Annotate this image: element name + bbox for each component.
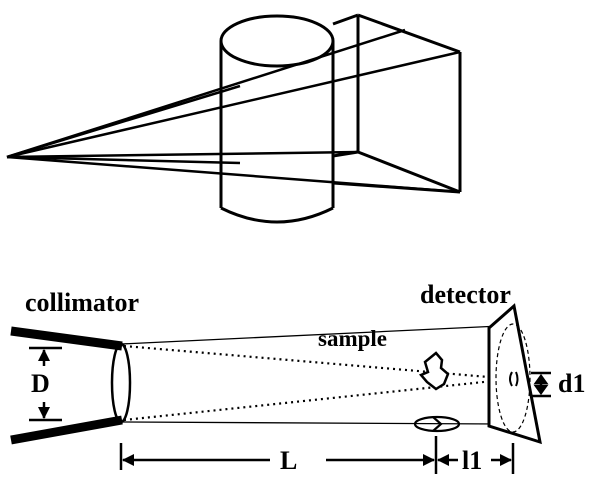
- ray-lines: [6, 28, 461, 194]
- rotation-arrow: [413, 415, 461, 433]
- D-dimension: [29, 346, 62, 422]
- detector-label: detector: [420, 280, 511, 309]
- sample-label: sample: [318, 326, 387, 351]
- perspective-sketch: [6, 13, 462, 224]
- l1-dimension: [437, 443, 515, 474]
- L-dimension: [119, 436, 438, 474]
- d1-label: d1: [558, 369, 585, 398]
- beam-bottom-edge: [120, 421, 501, 425]
- schematic: [10, 303, 551, 474]
- cylinder-sample: [219, 14, 335, 224]
- collimator-label: collimator: [25, 288, 139, 317]
- collimator-lower-jaw: [10, 415, 123, 445]
- collimator-upper-jaw: [10, 326, 123, 351]
- D-label: D: [31, 369, 50, 398]
- back-detector-frame: [332, 13, 462, 194]
- detector-plate: [487, 303, 542, 445]
- l1-label: l1: [462, 446, 482, 475]
- collimator-aperture: [110, 342, 132, 424]
- beam-top-edge: [120, 325, 501, 345]
- L-label: L: [280, 446, 297, 475]
- d1-dimension: [531, 371, 551, 398]
- sample-fragment: [418, 351, 450, 391]
- dotted-ray-2: [123, 377, 513, 422]
